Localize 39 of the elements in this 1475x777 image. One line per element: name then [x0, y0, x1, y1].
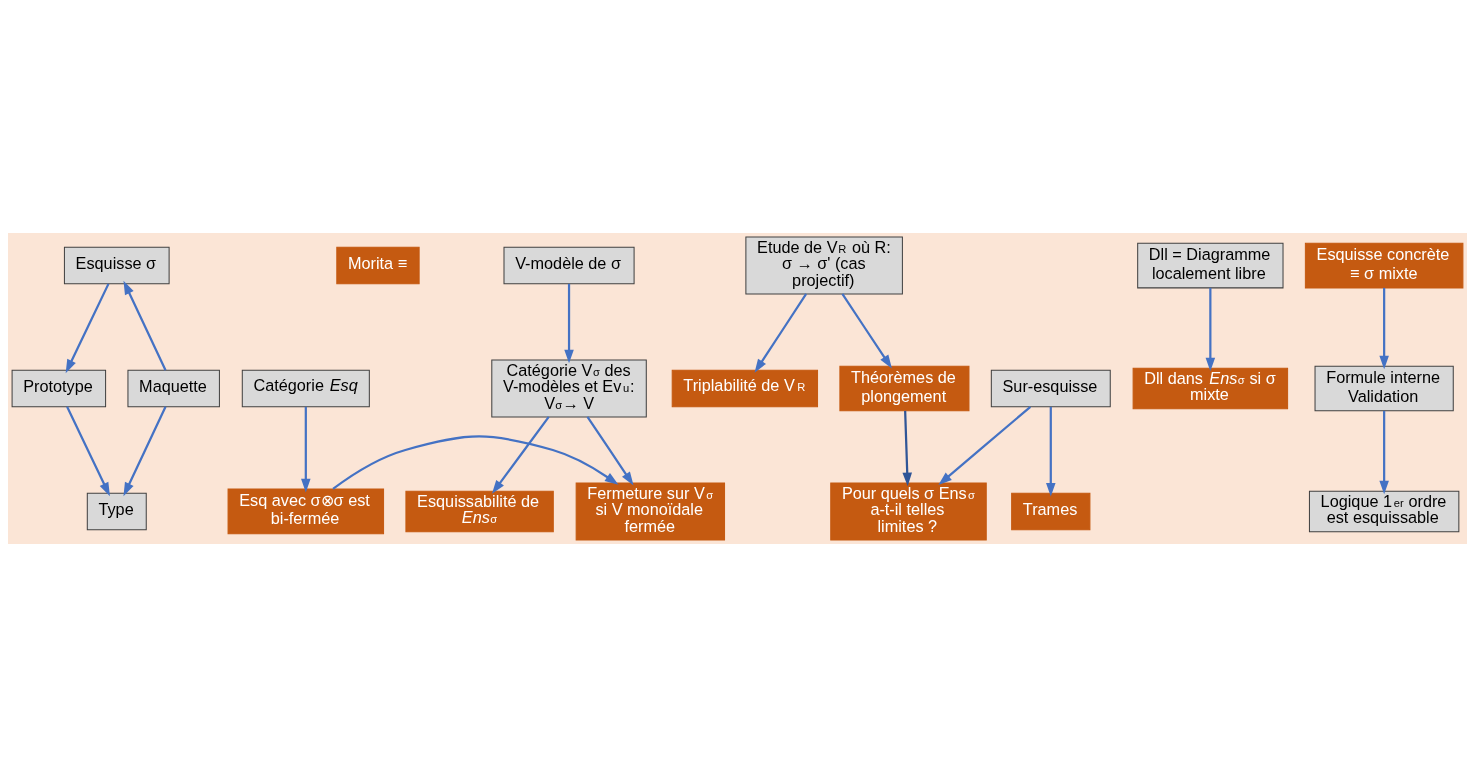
node-box: Pour quels σ Ensσ a-t-il telles limites ? [830, 482, 987, 541]
node-box: Trames [1011, 492, 1091, 531]
arrow [1205, 287, 1216, 372]
arrow [1379, 287, 1389, 370]
node-box: Formule interne Validation [1314, 365, 1454, 412]
arrow [1379, 410, 1389, 495]
arrow [1046, 406, 1056, 497]
arrow [65, 283, 110, 374]
arrow [332, 435, 619, 490]
node-box: Esquisse σ [63, 246, 170, 285]
node-box: Type [86, 492, 147, 531]
arrow [902, 410, 912, 487]
arrow [123, 280, 167, 371]
node-box: Fermeture sur Vσ si V monoïdale fermée [575, 482, 726, 541]
node-box: Catégorie Esq [241, 369, 370, 408]
node-box: Catégorie Vσ des V-modèles et Evu: Vσ→ V [491, 359, 647, 418]
arrow [841, 293, 892, 369]
node-box: Dll = Diagramme localement libre [1137, 242, 1284, 289]
node-box: Esquisse concrète ≡ σ mixte [1304, 242, 1464, 289]
node-box: Logique 1er ordre est esquissable [1308, 490, 1460, 533]
node-box: Maquette [127, 369, 220, 408]
node-box: Prototype [11, 369, 107, 408]
node-box: V-modèle de σ [503, 246, 635, 285]
arrow [564, 283, 574, 364]
arrow [586, 416, 634, 486]
node-box: Dll dans Ensσ si σ mixte [1132, 367, 1289, 410]
node-box: Etude de VR où R: σ → σ' (cas projectif) [745, 236, 903, 295]
node-box: Esquissabilité de Ensσ [405, 490, 554, 533]
arrow [301, 406, 311, 493]
node-box: Esq avec σ⊗σ est bi-fermée [227, 488, 385, 535]
arrow [491, 416, 550, 494]
node-box: Théorèmes de plongement [839, 365, 970, 412]
node-box: Triplabilité de VR [671, 369, 819, 408]
arrow [938, 406, 1032, 486]
arrow [754, 293, 808, 373]
node-box: Sur-esquisse [990, 369, 1111, 408]
node-box: Morita ≡ [336, 246, 420, 285]
arrow [66, 406, 110, 497]
arrow [123, 406, 167, 497]
